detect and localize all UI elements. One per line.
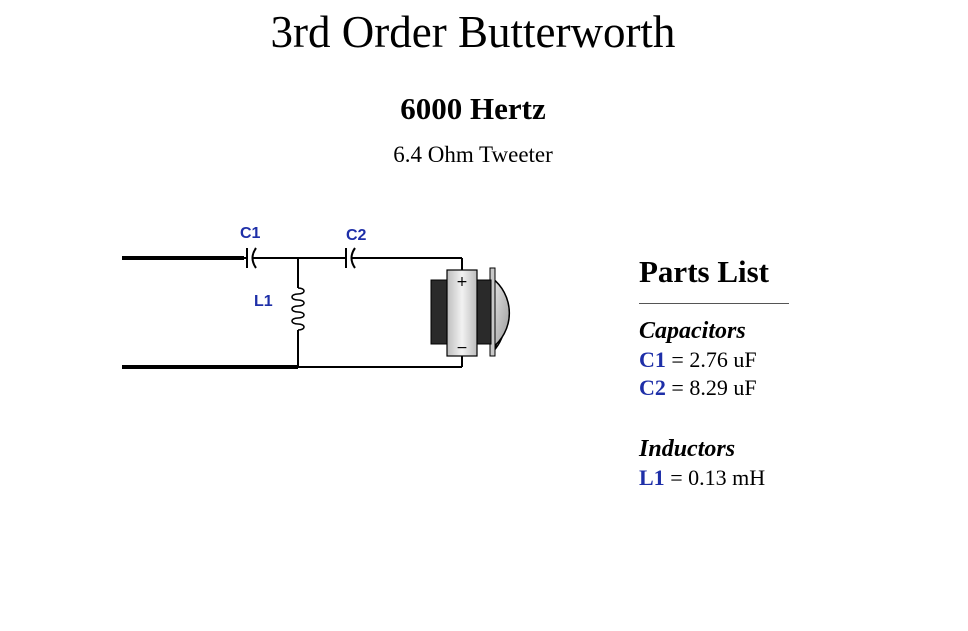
part-value: 8.29 uF xyxy=(689,375,757,400)
c2-label: C2 xyxy=(346,227,367,244)
parts-list-divider xyxy=(639,303,789,304)
part-row-l1: L1 = 0.13 mH xyxy=(639,465,766,490)
part-name: L1 xyxy=(639,465,665,490)
part-row-c1: C1 = 2.76 uF xyxy=(639,347,757,372)
group-spacer xyxy=(639,402,919,434)
tweeter-symbol: + − xyxy=(430,267,511,357)
crossover-schematic: C1 C2 L1 + − xyxy=(122,225,511,369)
capacitor-c2 xyxy=(345,247,462,269)
capacitors-heading: Capacitors xyxy=(639,318,746,344)
inductors-heading: Inductors xyxy=(639,436,736,462)
c1-label: C1 xyxy=(240,225,261,242)
tweeter-negative-mark: − xyxy=(456,340,468,356)
part-name: C1 xyxy=(639,347,666,372)
inductors-group: Inductors L1 = 0.13 mH xyxy=(639,434,919,492)
part-value: 0.13 mH xyxy=(688,465,766,490)
driver-description: 6.4 Ohm Tweeter xyxy=(393,142,553,167)
tweeter-positive-mark: + xyxy=(456,274,468,290)
part-value: 2.76 uF xyxy=(689,347,757,372)
part-row-c2: C2 = 8.29 uF xyxy=(639,375,757,400)
crossover-frequency: 6000 Hertz xyxy=(400,91,546,126)
page-title: 3rd Order Butterworth xyxy=(270,7,676,57)
parts-list: Parts List Capacitors C1 = 2.76 uF C2 = … xyxy=(639,252,919,492)
part-name: C2 xyxy=(639,375,666,400)
parts-list-title: Parts List xyxy=(639,254,770,289)
capacitors-group: Capacitors C1 = 2.76 uF C2 = 8.29 uF xyxy=(639,316,919,402)
l1-label: L1 xyxy=(254,293,273,310)
capacitor-c1 xyxy=(244,247,298,269)
inductor-l1 xyxy=(291,258,305,367)
